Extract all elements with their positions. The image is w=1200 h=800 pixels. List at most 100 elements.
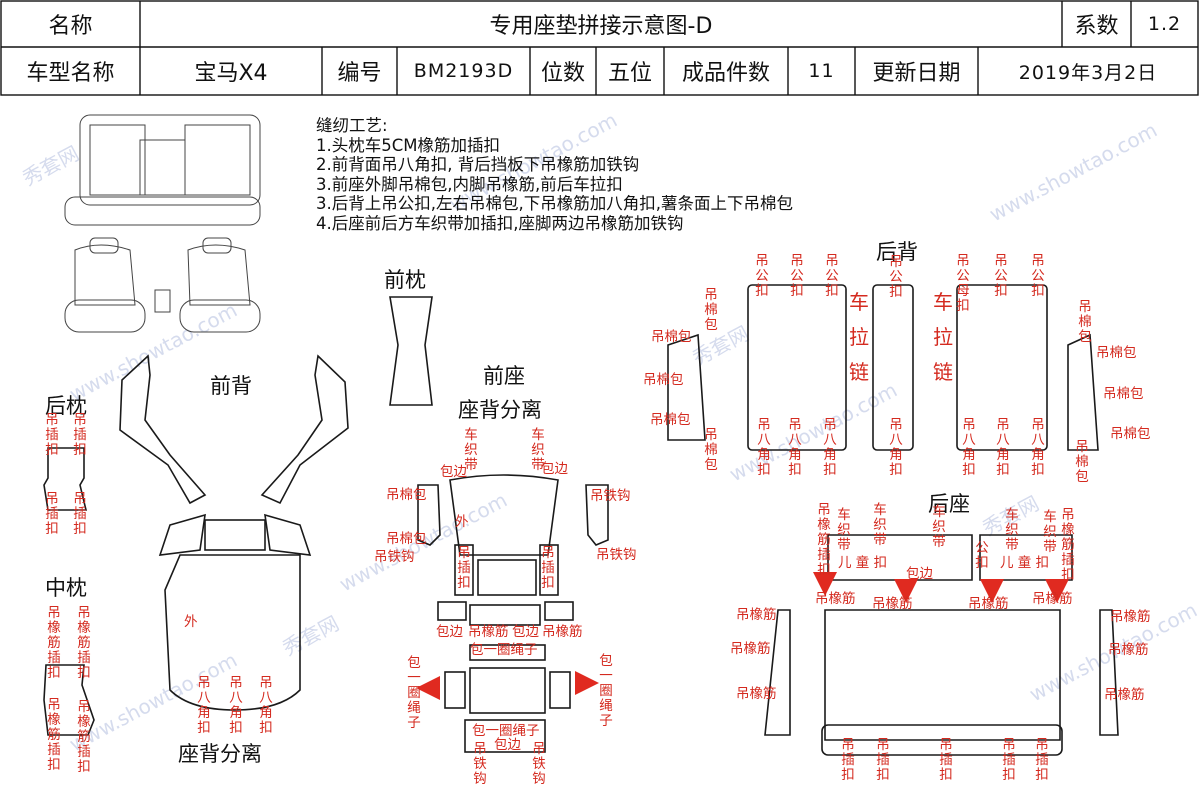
front-headrest-piece bbox=[389, 296, 433, 406]
label-hang-buckle: 吊 插 扣 bbox=[1035, 737, 1049, 783]
date-value: 2019年3月2日 bbox=[1018, 61, 1158, 84]
section-title-front-seat-split: 座背分离 bbox=[458, 398, 542, 422]
label-hang-elastic-buckle: 吊 橡 筋 插 扣 bbox=[817, 502, 831, 578]
label-hang-cotton-pack: 吊 棉 包 bbox=[1078, 299, 1092, 345]
front-seat-bottom-panel bbox=[464, 719, 546, 753]
code-label: 编号 bbox=[337, 61, 382, 86]
seats-label: 位数 bbox=[540, 61, 585, 86]
sewing-notes: 缝纫工艺: 1.头枕车5CM橡筋加插扣 2.前背面吊八角扣, 背后挡板下吊橡筋加… bbox=[316, 116, 793, 233]
label-sew-belt: 车 织 带 bbox=[464, 427, 478, 473]
section-title-front-headrest: 前枕 bbox=[384, 268, 426, 292]
front-cushion-left-sketch bbox=[64, 299, 146, 333]
rear-headrest-piece bbox=[43, 447, 88, 511]
front-back-top-panel bbox=[204, 519, 266, 551]
label-hang-male-buckle: 吊 公 扣 bbox=[889, 254, 903, 300]
label-hang-octagon: 吊 八 角 扣 bbox=[996, 417, 1010, 478]
front-seat-band bbox=[469, 604, 541, 626]
header-table bbox=[0, 0, 1199, 96]
label-hang-elastic: 吊橡筋 bbox=[968, 596, 1009, 612]
label-hang-cotton-pack: 吊棉包 bbox=[1103, 386, 1144, 402]
label-wrap-rope: 包一圈绳子 bbox=[472, 723, 540, 739]
rear-seat-back-top-left bbox=[827, 534, 973, 581]
rear-armrest bbox=[139, 139, 186, 196]
label-hang-male-buckle: 吊 公 扣 bbox=[825, 253, 839, 299]
middle-headrest-piece bbox=[43, 664, 95, 736]
label-wrap-edge: 包边 bbox=[906, 566, 933, 582]
rear-seat-cushion-main bbox=[824, 609, 1061, 741]
label-wrap-edge: 包边 bbox=[494, 737, 521, 753]
label-wrap-edge: 包边 bbox=[541, 461, 568, 477]
label-hang-elastic-buckle: 吊 橡 筋 插 扣 bbox=[1061, 507, 1075, 583]
arrow-marks bbox=[416, 572, 1069, 700]
pattern-pieces bbox=[43, 284, 1119, 756]
label-zipper: 车 拉 链 bbox=[933, 290, 953, 384]
label-sew-belt: 车 织 带 bbox=[837, 507, 851, 553]
label-hang-iron-hook: 吊铁钩 bbox=[596, 547, 637, 563]
section-title-front-back: 前背 bbox=[210, 374, 252, 398]
label-hang-elastic: 吊橡筋 bbox=[736, 607, 777, 623]
model-value: 宝马X4 bbox=[194, 61, 268, 86]
front-headrest-left-sketch bbox=[89, 237, 119, 254]
rear-back-right bbox=[184, 124, 251, 196]
coef-value: 1.2 bbox=[1147, 13, 1182, 35]
section-title-rear-seat: 后座 bbox=[928, 492, 970, 516]
label-hang-male-buckle: 吊 公 扣 bbox=[1031, 253, 1045, 299]
seat-overview-sketch bbox=[64, 114, 261, 333]
label-hang-male-buckle: 吊 公 扣 bbox=[755, 253, 769, 299]
label-hang-buckle: 吊 插 扣 bbox=[45, 491, 59, 537]
front-back-right-wing bbox=[264, 513, 312, 556]
label-hang-buckle: 吊 插 扣 bbox=[45, 412, 59, 458]
front-seat-wrap-left bbox=[437, 601, 467, 621]
label-hang-octagon: 吊 八 角 扣 bbox=[962, 417, 976, 478]
label-hang-elastic: 吊橡筋 bbox=[1108, 642, 1149, 658]
front-back-left-wing bbox=[158, 513, 206, 556]
label-hang-elastic-buckle: 吊 橡 筋 插 扣 bbox=[77, 605, 91, 681]
label-wrap-edge: 包边 bbox=[436, 624, 463, 640]
section-title-rear-back: 后背 bbox=[876, 240, 918, 264]
front-seat-left-strip bbox=[454, 544, 474, 596]
label-hang-elastic-buckle: 吊 橡 筋 插 扣 bbox=[77, 699, 91, 775]
front-headrest-right-sketch bbox=[202, 237, 232, 254]
rear-seat-back-top-right bbox=[979, 534, 1073, 581]
rear-seat-left-wing bbox=[764, 609, 791, 736]
rear-back-left-bolster bbox=[667, 333, 706, 441]
front-seat-left-bolster bbox=[417, 484, 441, 546]
name-label: 名称 bbox=[48, 14, 93, 39]
label-hang-iron-hook: 吊铁钩 bbox=[374, 549, 415, 565]
label-hang-elastic-buckle: 吊 橡 筋 插 扣 bbox=[47, 697, 61, 773]
front-seat-top-panel bbox=[477, 559, 537, 596]
front-seat-back-panel bbox=[449, 474, 559, 556]
label-hang-buckle: 吊 插 扣 bbox=[1002, 737, 1016, 783]
label-wrap-rope: 包 一 圈 绳 子 bbox=[407, 655, 421, 731]
label-hang-buckle: 吊 插 扣 bbox=[876, 737, 890, 783]
rear-back-left bbox=[89, 124, 146, 196]
label-sew-belt: 车 织 带 bbox=[873, 502, 887, 548]
label-hang-iron-hook: 吊铁钩 bbox=[590, 488, 631, 504]
label-sew-belt: 车 织 带 bbox=[1043, 509, 1057, 555]
label-hang-octagon: 吊 八 角 扣 bbox=[757, 417, 771, 478]
label-hang-iron-hook: 吊 铁 钩 bbox=[473, 741, 487, 787]
label-hang-male-buckle: 吊 公 扣 bbox=[790, 253, 804, 299]
label-male-female: 吊 公 母 扣 bbox=[956, 253, 970, 314]
pieces-label: 成品件数 bbox=[681, 61, 770, 86]
section-title-front-seat: 前座 bbox=[483, 364, 525, 388]
label-wrap-edge: 包边 bbox=[512, 624, 539, 640]
section-title-rear-headrest: 后枕 bbox=[45, 394, 87, 418]
table-border bbox=[0, 0, 1199, 96]
rear-bench-back bbox=[79, 114, 261, 206]
label-hang-octagon: 吊 八 角 扣 bbox=[823, 417, 837, 478]
label-hang-buckle: 吊 插 扣 bbox=[73, 412, 87, 458]
label-child-buckle: 儿 童 扣 bbox=[1000, 555, 1050, 571]
label-hang-elastic: 吊橡筋 bbox=[872, 596, 913, 612]
label-hang-elastic: 吊橡筋 bbox=[1104, 687, 1145, 703]
label-sew-belt: 车 织 带 bbox=[531, 427, 545, 473]
note-line: 1.头枕车5CM橡筋加插扣 bbox=[316, 135, 500, 155]
label-hang-elastic: 吊橡筋 bbox=[1032, 591, 1073, 607]
label-outer: 外 bbox=[455, 514, 469, 530]
note-line: 缝纫工艺: bbox=[316, 116, 388, 135]
rear-seat-right-wing bbox=[1099, 609, 1119, 736]
label-hang-cotton-pack: 吊 棉 包 bbox=[1075, 439, 1089, 485]
front-back-main-panel bbox=[164, 554, 301, 711]
front-back-right-side bbox=[260, 354, 349, 505]
